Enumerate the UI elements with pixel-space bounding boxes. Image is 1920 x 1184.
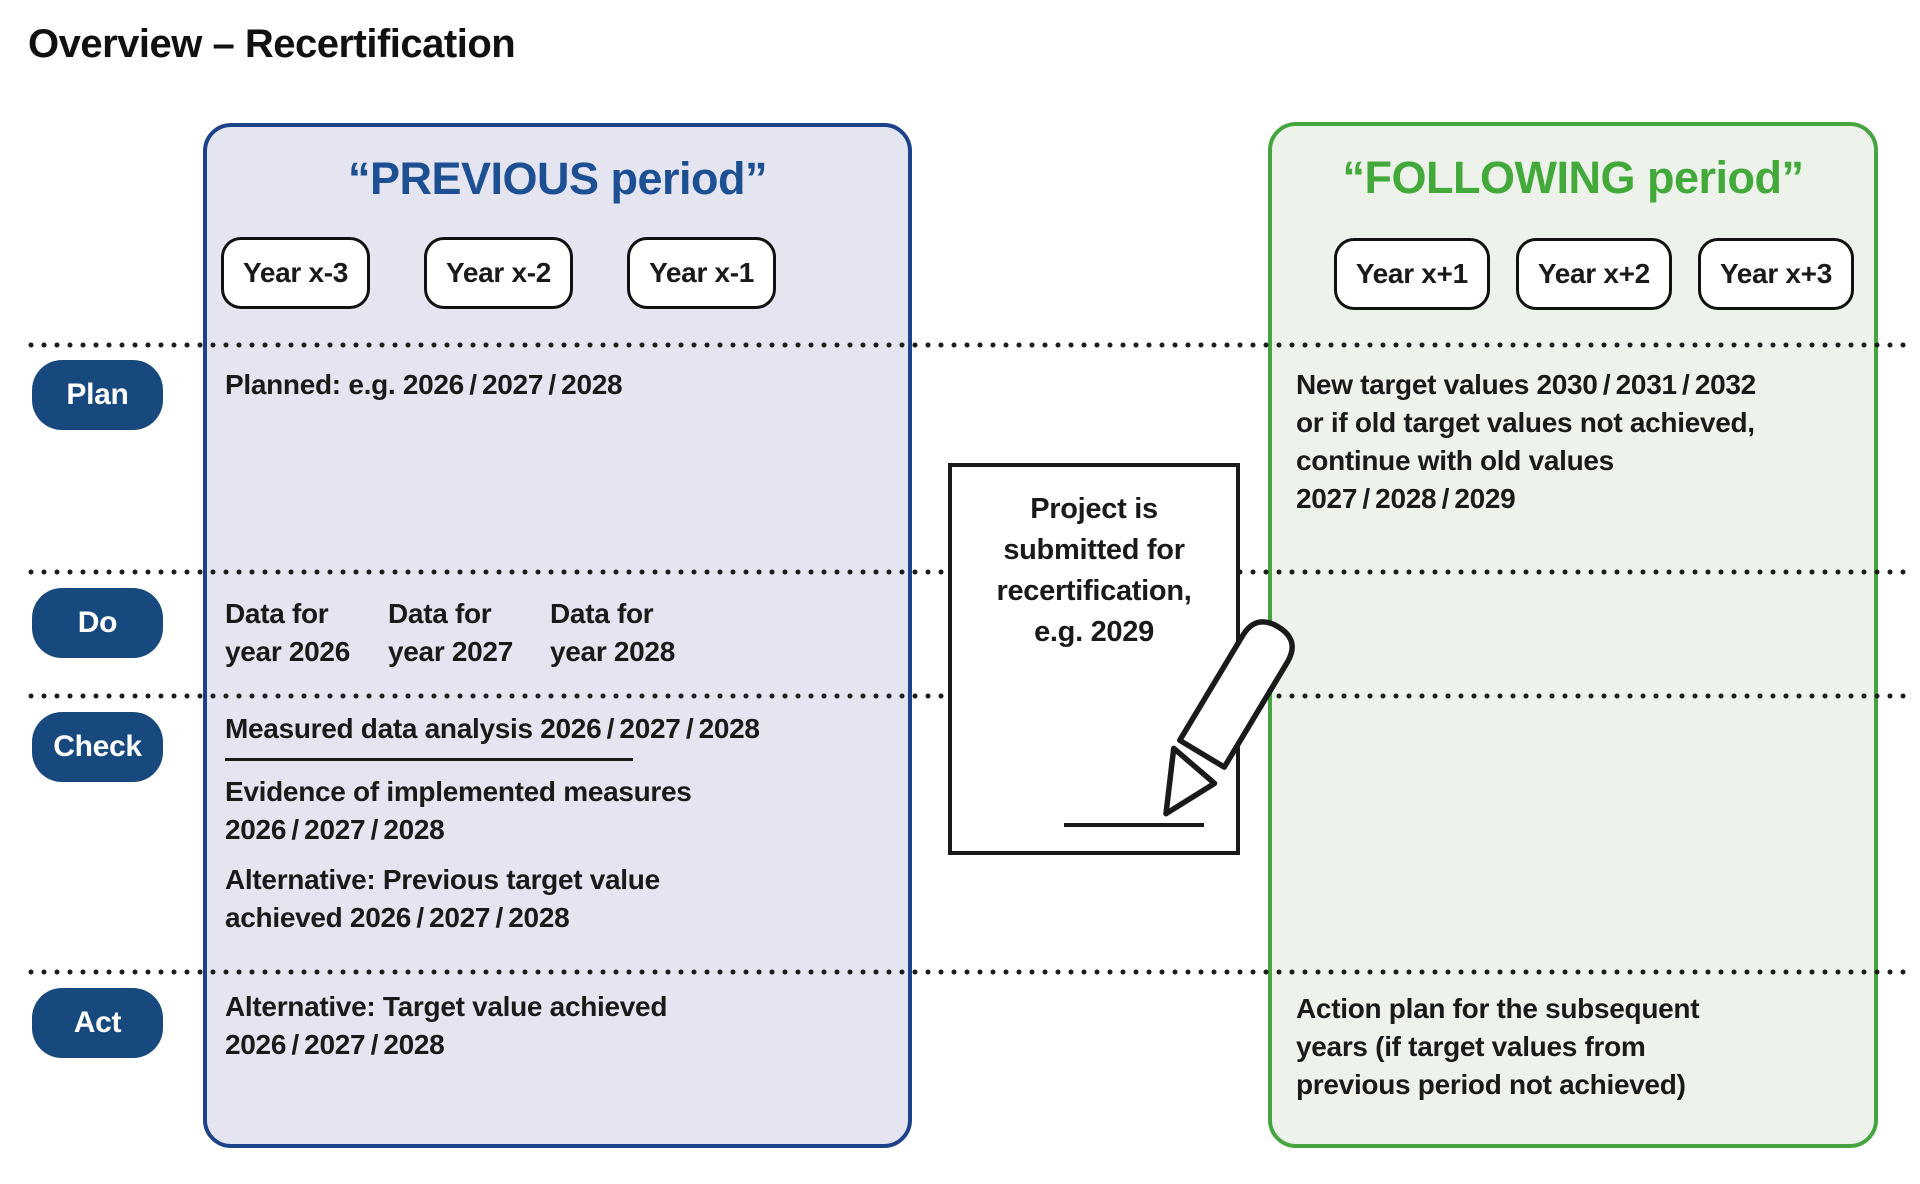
- previous-do-col-2026: Data for year 2026: [225, 598, 350, 667]
- dotted-separator-plan: [28, 342, 1912, 348]
- previous-do-col-2028: Data for year 2028: [550, 598, 675, 667]
- previous-plan-text: Planned: e.g. 2026 / 2027 / 2028: [225, 369, 623, 400]
- year-pill-x-plus-2: Year x+2: [1515, 238, 1672, 310]
- underline-rule: [225, 758, 633, 761]
- pdca-pill-plan: Plan: [32, 360, 163, 430]
- following-period-panel: “FOLLOWING period” Year x+1 Year x+2 Yea…: [1268, 122, 1878, 1148]
- following-plan-text: New target values 2030 / 2031 / 2032 or …: [1296, 369, 1756, 514]
- previous-period-panel: “PREVIOUS period” Year x-3 Year x-2 Year…: [203, 123, 912, 1148]
- previous-do-col-2027: Data for year 2027: [388, 598, 513, 667]
- pdca-pill-do: Do: [32, 588, 163, 658]
- signature-line: [1064, 823, 1204, 827]
- pdca-pill-act: Act: [32, 988, 163, 1058]
- pdca-pill-check: Check: [32, 712, 163, 782]
- year-pill-x-minus-1: Year x-1: [627, 237, 777, 309]
- document-note-text: Project is submitted for recertification…: [996, 493, 1192, 648]
- following-act-text: Action plan for the subsequent years (if…: [1296, 993, 1700, 1100]
- previous-check-measured-text: Measured data analysis 2026 / 2027 / 202…: [225, 713, 760, 744]
- previous-year-pills: Year x-3 Year x-2 Year x-1: [221, 237, 777, 309]
- page-title: Overview – Recertification: [28, 22, 516, 66]
- dotted-separator-act: [28, 969, 1912, 975]
- year-pill-x-minus-3: Year x-3: [221, 237, 371, 309]
- pen-icon: [1163, 619, 1295, 817]
- recertification-document: Project is submitted for recertification…: [948, 463, 1240, 855]
- year-pill-x-minus-2: Year x-2: [424, 237, 574, 309]
- following-period-title: “FOLLOWING period”: [1342, 152, 1804, 203]
- previous-check-alternative-text: Alternative: Previous target value achie…: [225, 864, 660, 933]
- previous-act-text: Alternative: Target value achieved 2026 …: [225, 991, 668, 1060]
- year-pill-x-plus-3: Year x+3: [1697, 238, 1854, 310]
- year-pill-x-plus-1: Year x+1: [1333, 238, 1490, 310]
- previous-period-title: “PREVIOUS period”: [347, 153, 768, 204]
- previous-check-evidence-text: Evidence of implemented measures 2026 / …: [225, 776, 692, 845]
- following-year-pills: Year x+1 Year x+2 Year x+3: [1333, 238, 1854, 310]
